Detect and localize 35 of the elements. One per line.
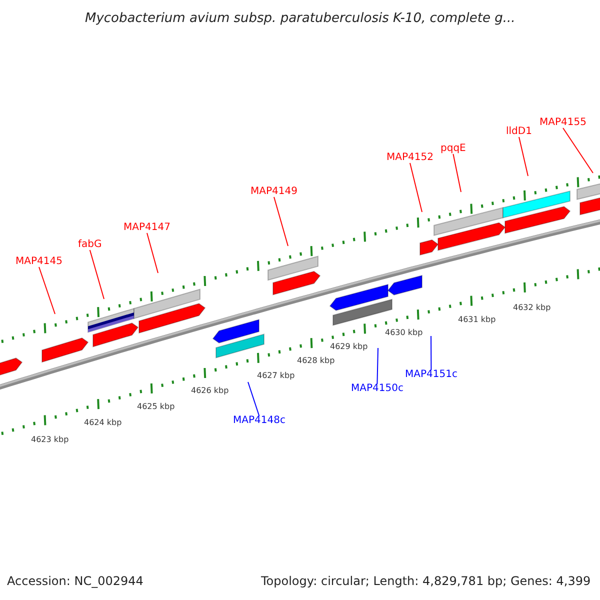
scale-label: 4625 kbp <box>137 403 175 411</box>
leader-line <box>38 266 56 314</box>
footer-text: Accession: NC_002944 <box>7 575 144 587</box>
leader-line <box>430 336 432 370</box>
title: Mycobacterium avium subsp. paratuberculosis K-10, complete g... <box>85 12 516 24</box>
leader-line <box>410 162 422 212</box>
scale-label: 4629 kbp <box>330 343 368 351</box>
gene-label: fabG <box>78 240 102 250</box>
scale-label: 4627 kbp <box>257 372 295 380</box>
leader-line <box>518 136 528 176</box>
scale-label: 4631 kbp <box>458 316 496 324</box>
footer-text: Topology: circular; Length: 4,829,781 bp; Genes: 4,399 <box>261 575 591 587</box>
scale-label: 4630 kbp <box>385 329 423 337</box>
gene-label: MAP4148c <box>233 416 286 426</box>
scale-label: 4623 kbp <box>31 436 69 444</box>
leader-line <box>89 250 104 300</box>
leader-line <box>376 348 378 384</box>
gene-label: MAP4151c <box>405 370 458 380</box>
scale-label: 4628 kbp <box>297 357 335 365</box>
leader-line <box>452 154 462 192</box>
leader-line <box>248 382 260 416</box>
scale-label: 4632 kbp <box>513 304 551 312</box>
gene-label: MAP4145 <box>16 257 62 267</box>
gene-label: MAP4149 <box>250 187 298 197</box>
scale-label: 4624 kbp <box>84 419 122 427</box>
leader-line <box>274 196 288 246</box>
scale-label: 4626 kbp <box>191 387 229 395</box>
gene-label: lldD1 <box>506 127 532 137</box>
gene-label: MAP4150c <box>351 384 404 394</box>
gene-label: MAP4155 <box>540 118 586 128</box>
gene-label: MAP4147 <box>124 223 170 233</box>
leader-line <box>146 232 158 274</box>
gene-label: pqqE <box>440 144 466 154</box>
leader-line <box>562 128 594 174</box>
gene-label: MAP4152 <box>386 153 434 163</box>
